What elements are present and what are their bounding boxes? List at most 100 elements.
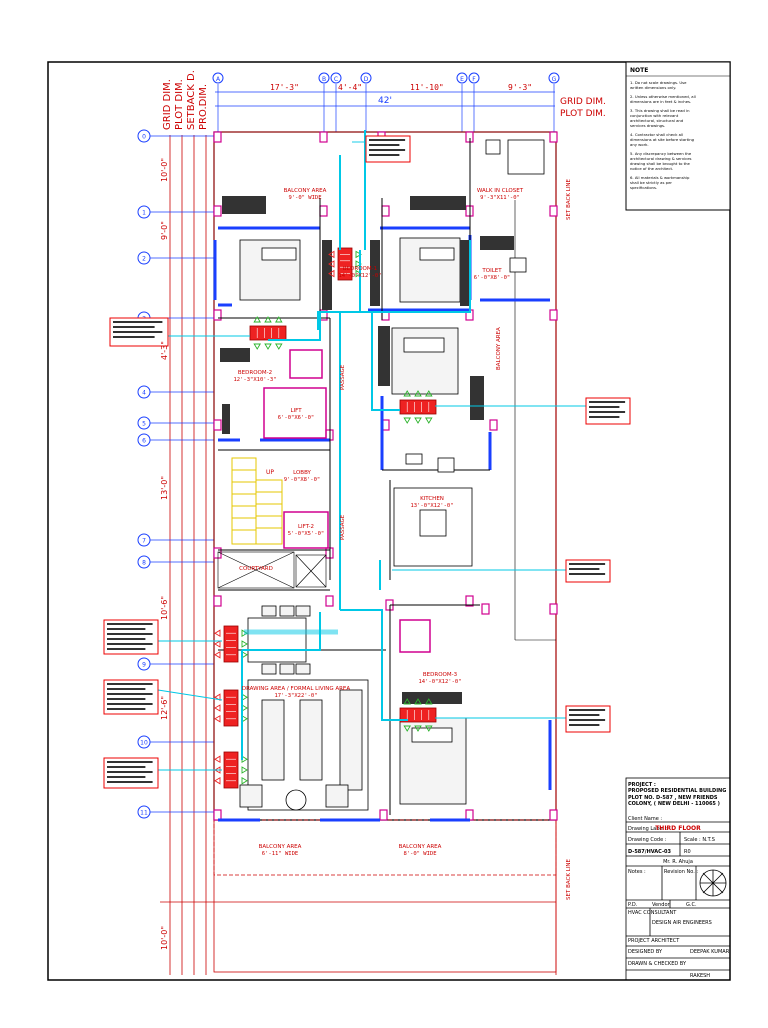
left-dimension-texts: 10'-0" 9'-0" 4'-3" 13'-0" 10'-6" 12'-6" … (160, 158, 169, 950)
room-bedroom-2: BEDROOM-2 (238, 370, 272, 376)
grid-label-left: 2 (142, 256, 146, 263)
room-passage-2: PASSAGE (340, 514, 346, 540)
room-bedroom-3: BEDROOM-3 (423, 672, 458, 678)
room-lift: LIFT (290, 408, 302, 414)
svg-text:11'-10": 11'-10" (410, 83, 444, 92)
drawn-label: DRAWN & CHECKED BY (628, 961, 687, 967)
furniture (239, 139, 545, 811)
note-item: architectural drawing & services (630, 156, 692, 161)
indoor-unit (214, 689, 248, 727)
note-item: 1. Do not scale drawings. Use (630, 80, 687, 85)
column (549, 205, 558, 217)
grid-bubble-top (456, 72, 468, 84)
svg-text:9'-3"X11'-0": 9'-3"X11'-0" (480, 195, 520, 201)
room-bedroom-1: BEDROOM-1 (343, 266, 377, 272)
callout-box (103, 679, 159, 715)
note-item: 2. Unless otherwise mentioned, all (630, 94, 696, 99)
svg-text:9'-0": 9'-0" (160, 221, 169, 240)
column (549, 603, 558, 615)
grid-label-left: 5 (142, 421, 146, 428)
note-item: 6. All materials & workmanship (630, 175, 690, 180)
svg-text:17'-3"X22'-0": 17'-3"X22'-0" (274, 693, 317, 699)
note-item: any work. (630, 142, 649, 147)
grid-bubble-left (137, 735, 151, 749)
column (325, 595, 334, 607)
room-lobby: LOBBY (293, 470, 311, 476)
room-balcony-right: BALCONY AREA (496, 327, 502, 370)
grid-bubble-top (318, 72, 330, 84)
project-label: PROJECT : (628, 782, 656, 788)
column (549, 809, 558, 821)
wardrobes (220, 196, 514, 704)
note-item: dimensions at site before starting (630, 137, 695, 142)
grid-bubble-left (137, 805, 151, 819)
grid-label-top: A (216, 76, 221, 83)
right-label-grid: GRID DIM. (560, 97, 606, 107)
top-dimension-chain: 42' 17'-3" 4'-4" 11'-10" 9'-3" (215, 83, 555, 107)
consultant: DESIGN AIR ENGINEERS (652, 920, 712, 926)
grid-bubble-top (360, 72, 372, 84)
grid-bubble-left (137, 433, 151, 447)
column (213, 309, 222, 321)
right-label-plot: PLOT DIM. (560, 109, 606, 119)
hvac-callouts (103, 135, 631, 789)
top-label-plot: PLOT DIM. (174, 79, 185, 130)
column (213, 809, 222, 821)
grid-bubble-top (468, 72, 480, 84)
note-item: dimensions are in feet & inches. (630, 99, 691, 104)
indoor-unit (399, 698, 437, 732)
drawing-code-label: Drawing Code : (628, 837, 667, 843)
svg-text:4'-3": 4'-3" (160, 341, 169, 360)
lift-shafts (263, 349, 431, 653)
set-back-line-top: SET BACK LINE (566, 178, 572, 220)
grid-label-left: 10 (140, 740, 148, 747)
grid-label-left: 7 (142, 538, 146, 545)
column (213, 205, 222, 217)
column (465, 595, 474, 607)
grid-label-left: 0 (142, 134, 146, 141)
svg-text:12'-3"X10'-3": 12'-3"X10'-3" (233, 377, 276, 383)
indoor-unit (249, 316, 287, 350)
column (381, 205, 390, 217)
grid-bubble-top (330, 72, 342, 84)
callout-box (103, 757, 159, 789)
revision-label: Revision No. : (664, 869, 698, 875)
vendor-label: Vendor (652, 902, 671, 908)
callout-box (565, 705, 611, 733)
scale: Scale : N.T.S (684, 837, 715, 843)
top-dimension-labels: GRID DIM. PLOT DIM. SETBACK D. PRO.DIM. (162, 70, 209, 130)
indoor-unit (328, 247, 362, 281)
column (213, 419, 222, 431)
room-courtyard: COURTYARD (239, 566, 273, 572)
room-balcony-bottom-right: BALCONY AREA (399, 844, 442, 850)
callout-leaders (157, 141, 586, 771)
svg-text:13'-0"X12'-0": 13'-0"X12'-0" (410, 503, 453, 509)
callout-box (565, 559, 611, 583)
svg-text:10'-6": 10'-6" (160, 596, 169, 620)
consultant-label: HVAC CONSULTANT (628, 910, 677, 916)
architect-label: PROJECT ARCHITECT (628, 938, 680, 944)
svg-text:17'-3": 17'-3" (270, 83, 299, 92)
column (319, 205, 328, 217)
note-item: conjunction with relevant (630, 113, 679, 118)
indoor-unit (399, 390, 437, 424)
svg-text:12'-6": 12'-6" (160, 696, 169, 720)
grid-bubble-top (212, 72, 224, 84)
note-item: services drawings. (630, 123, 665, 128)
grid-bubble-left (137, 533, 151, 547)
top-label-grid: GRID DIM. (162, 79, 173, 130)
grid-bubble-left (137, 657, 151, 671)
svg-text:6'-0"X6'-0": 6'-0"X6'-0" (278, 415, 314, 421)
refrigerant-piping (241, 130, 471, 760)
note-item: 3. This drawing shall be read in (630, 108, 690, 113)
indoor-unit (214, 751, 248, 789)
top-label-setback: SETBACK D. (186, 70, 197, 130)
title-block (625, 777, 731, 981)
note-item: notice of the architect. (630, 166, 673, 171)
room-passage-1: PASSAGE (340, 364, 346, 390)
svg-text:6'-0"X8'-0": 6'-0"X8'-0" (474, 275, 510, 281)
room-kitchen: KITCHEN (420, 496, 444, 502)
